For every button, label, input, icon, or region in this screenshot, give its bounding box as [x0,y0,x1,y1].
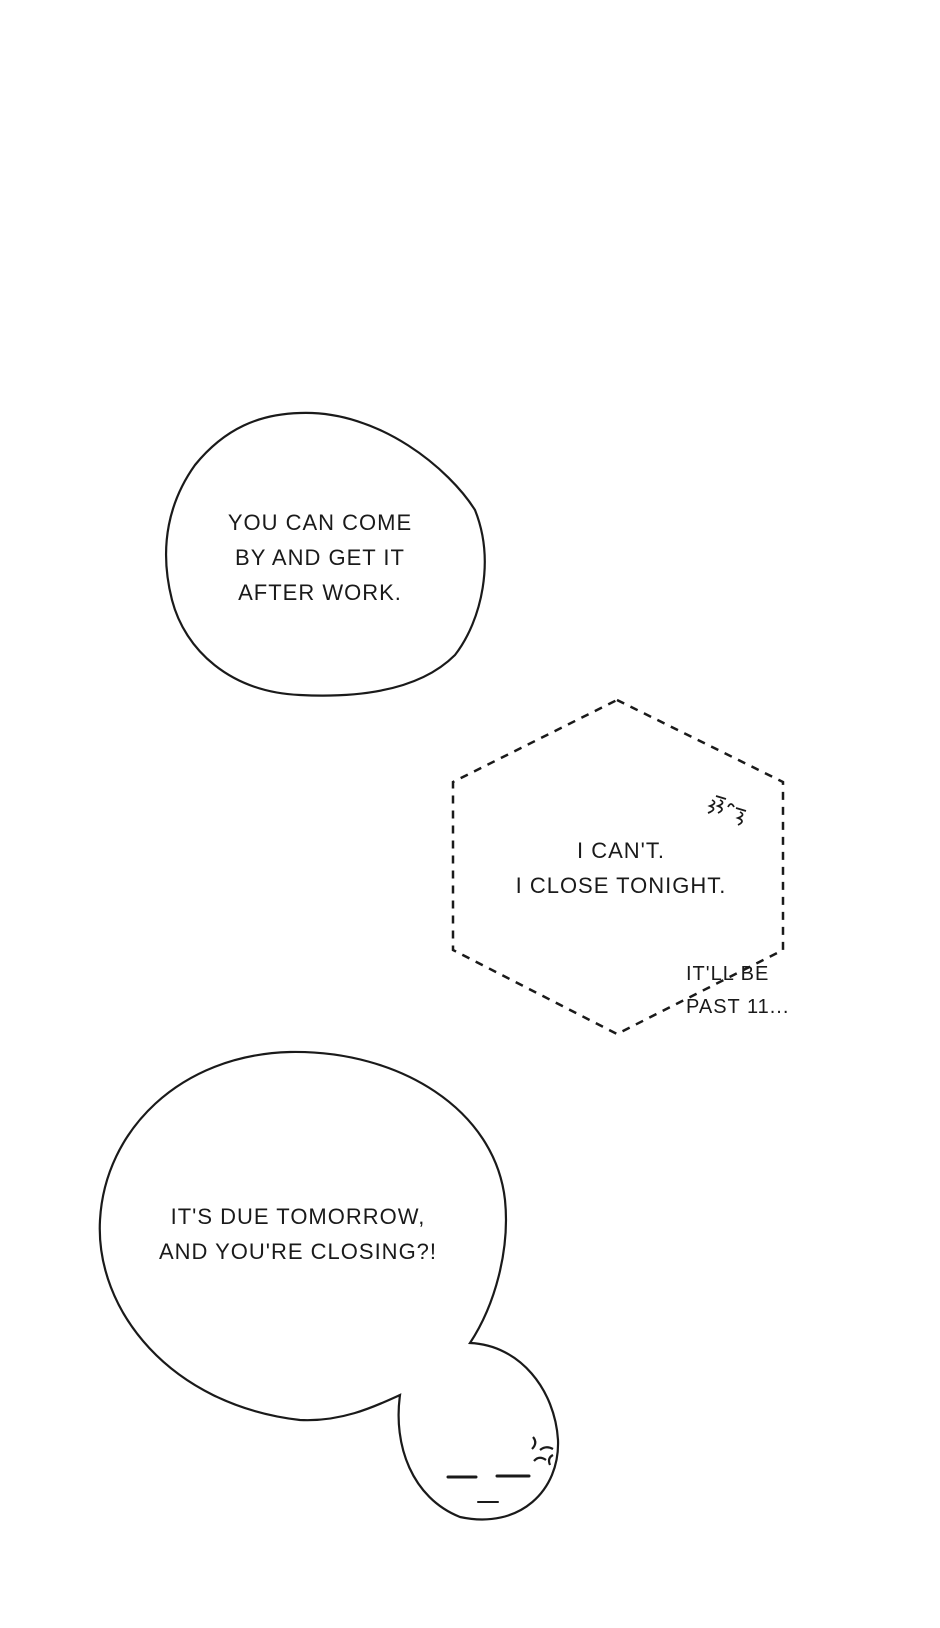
dialogue-line: BY AND GET IT [235,545,405,570]
dialogue-line: AND YOU'RE CLOSING?! [158,1239,438,1264]
dashed-thought-hexagon [451,698,785,1036]
speech-bubble-2-text: I CAN'T. I CLOSE TONIGHT. [490,833,752,903]
dialogue-line: I CLOSE TONIGHT. [515,873,727,898]
speech-bubble-large-with-face [98,1050,560,1521]
dialogue-line: I CAN'T. [577,838,665,863]
speech-bubble-round [164,411,486,697]
sweat-drops-icon [707,795,747,826]
dialogue-line: IT'S DUE TOMORROW, [170,1204,426,1229]
dialogue-line: YOU CAN COME [227,510,413,535]
annoyed-face-icon [446,1474,531,1503]
dialogue-line: PAST 11... [686,996,790,1018]
anger-vein-icon [531,1436,554,1466]
aside-text: IT'LL BE PAST 11... [686,958,789,1024]
speech-bubble-3-text: IT'S DUE TOMORROW, AND YOU'RE CLOSING?! [148,1199,448,1269]
dialogue-line: IT'LL BE [686,963,770,985]
dialogue-line: AFTER WORK. [238,580,402,605]
speech-bubble-1-text: YOU CAN COME BY AND GET IT AFTER WORK. [200,505,440,610]
